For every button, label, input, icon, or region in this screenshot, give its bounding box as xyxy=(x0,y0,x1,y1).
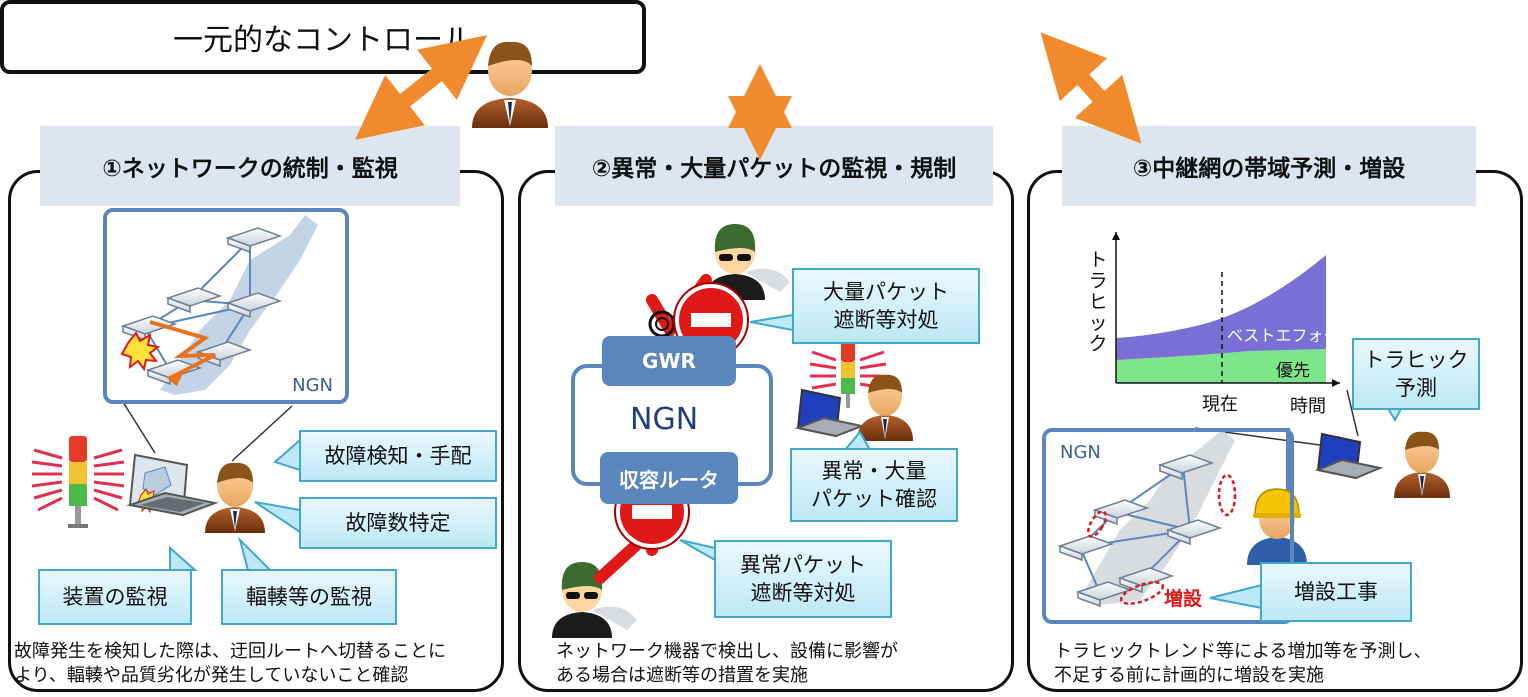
callout-packet-check-line-1: 異常・大量 xyxy=(821,458,927,483)
ngn-map-frame-1: NGN xyxy=(103,208,349,404)
callout-bulk-packet-line-2: 遮断等対処 xyxy=(833,308,939,332)
laptop-icon-1 xyxy=(126,453,219,517)
callout-traffic-forecast: トラヒック予測 xyxy=(1352,338,1480,410)
callout-congestion-monitor: 輻輳等の監視 xyxy=(221,569,397,625)
attacker-icon-top xyxy=(705,224,790,300)
expansion-label: 増設 xyxy=(1164,588,1203,610)
japan-map-shape-3 xyxy=(1085,430,1235,605)
router-block: 収容ルータ xyxy=(600,452,738,504)
callout-packet-check: 異常・大量パケット確認 xyxy=(790,448,958,522)
panel-1-title: ①ネットワークの統制・監視 xyxy=(40,126,460,206)
callout-abnormal-packet: 異常パケット遮断等対処 xyxy=(714,540,892,618)
central-control-box: 一元的なコントロール xyxy=(0,0,646,74)
operator-person-icon-2 xyxy=(857,374,913,441)
callout-bulk-packet-line-1: 大量パケット xyxy=(823,279,949,304)
panel-3-caption-line-1: トラヒックトレンド等による増加等を予測し、 xyxy=(1054,641,1432,662)
laptop-icon-3 xyxy=(1314,432,1384,480)
panel-1-caption: 故障発生を検知した際は、迂回ルートへ切替ることに より、輻輳や品質劣化が発生して… xyxy=(14,640,446,689)
callout-fault-detect-text: 故障検知・手配 xyxy=(324,443,472,468)
gwr-label: GWR xyxy=(642,349,696,373)
router-label: 収容ルータ xyxy=(619,467,719,492)
callout-abnormal-packet-line-2: 遮断等対処 xyxy=(750,581,856,605)
chart-xlabel: 時間 xyxy=(1290,396,1326,417)
callout-fault-count-text: 故障数特定 xyxy=(345,510,451,535)
callout-device-monitor: 装置の監視 xyxy=(38,569,192,625)
priority-label: 優先 xyxy=(1276,361,1310,381)
expansion-marks xyxy=(1087,473,1237,605)
callout-construction: 増設工事 xyxy=(1260,562,1412,622)
operator-person-icon-3 xyxy=(1394,431,1450,498)
callout-fault-detect: 故障検知・手配 xyxy=(299,430,497,482)
laptop-icon-2 xyxy=(794,388,866,438)
router-icons-3 xyxy=(1057,454,1223,608)
chart-ylabel: トラヒック xyxy=(1088,249,1108,355)
fault-burst-icon-1 xyxy=(120,331,161,372)
callout-packet-check-line-2: パケット確認 xyxy=(811,487,937,511)
operator-person-icon-top xyxy=(472,41,548,128)
now-label: 現在 xyxy=(1202,394,1238,415)
ngn-map-frame-3: NGN 増設 xyxy=(1042,428,1294,624)
double-arrow-right xyxy=(1040,32,1142,144)
operator-person-icon-1 xyxy=(205,462,265,533)
panel-2-caption: ネットワーク機器で検出し、設備に影響が ある場合は遮断等の措置を実施 xyxy=(556,640,898,689)
attacker-icon-bottom xyxy=(552,562,637,638)
warning-lamp-icon-1 xyxy=(31,436,125,528)
ngn-map-label-1: NGN xyxy=(292,375,333,396)
panel-2-caption-line-1: ネットワーク機器で検出し、設備に影響が xyxy=(556,641,898,662)
panel-1-caption-line-2: より、輻輳や品質劣化が発生していないこと確認 xyxy=(14,665,409,687)
callout-congestion-monitor-text: 輻輳等の監視 xyxy=(246,584,372,609)
callout-bulk-packet: 大量パケット遮断等対処 xyxy=(792,268,980,344)
traffic-chart xyxy=(1112,232,1340,387)
double-arrow-left xyxy=(354,35,488,140)
gwr-block: GWR xyxy=(602,336,736,386)
panel-2-caption-line-2: ある場合は遮断等の措置を実施 xyxy=(556,665,808,687)
panel-1-caption-line-1: 故障発生を検知した際は、迂回ルートへ切替ることに xyxy=(14,641,446,662)
callout-fault-count: 故障数特定 xyxy=(299,497,497,549)
callout-device-monitor-text: 装置の監視 xyxy=(62,584,168,609)
ngn-map-label-3: NGN xyxy=(1060,442,1101,463)
panel-3-caption-line-2: 不足する前に計画的に増設を実施 xyxy=(1054,665,1324,687)
callout-abnormal-packet-line-1: 異常パケット xyxy=(740,552,866,577)
panel-3-caption: トラヒックトレンド等による増加等を予測し、 不足する前に計画的に増設を実施 xyxy=(1054,640,1431,689)
best-effort-label: ベストエフォート xyxy=(1227,326,1356,345)
callout-traffic-forecast-line-1: トラヒック xyxy=(1363,347,1469,372)
callout-traffic-forecast-line-2: 予測 xyxy=(1395,376,1437,400)
callout-construction-text: 増設工事 xyxy=(1294,579,1378,604)
detour-route-arrow xyxy=(149,320,216,387)
ngn-network-label: NGN xyxy=(630,402,699,437)
